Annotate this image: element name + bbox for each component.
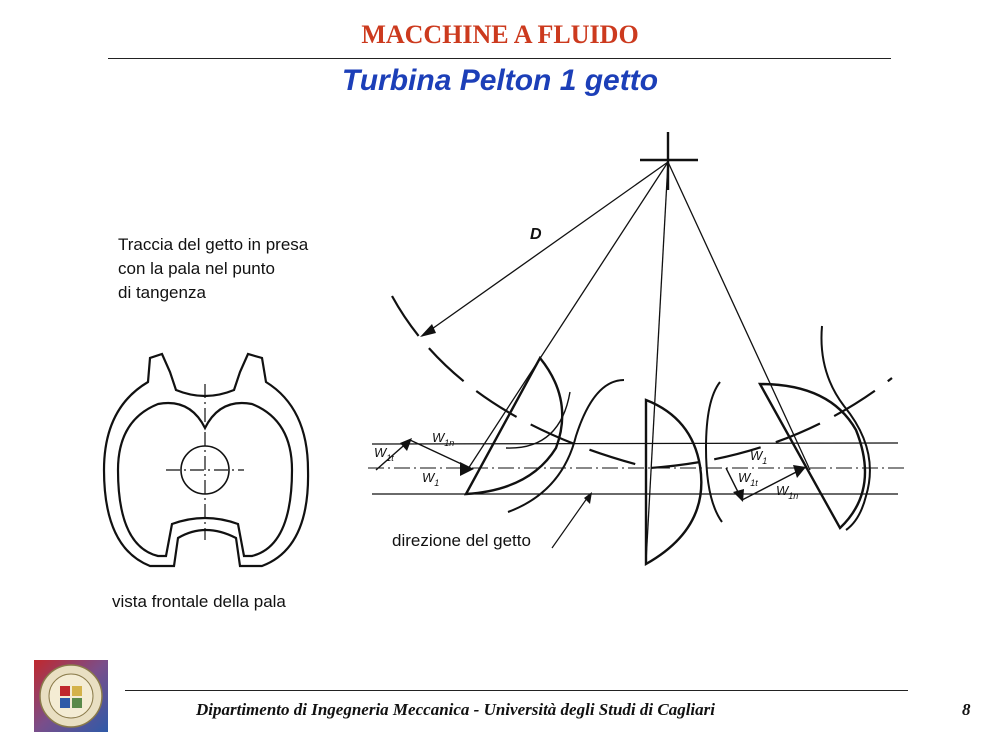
bucket-caption-line-3: di tangenza [118,283,206,302]
bucket-outer-contour [102,352,310,568]
radial-lines [421,161,811,563]
course-title: MACCHINE A FLUIDO [361,20,639,49]
blade-outline-1 [507,379,625,513]
bucket-inner-contour [116,401,294,558]
pitch-circle [391,295,893,470]
right-w1n-arrowhead [793,465,806,478]
bucket-front-view [102,352,310,568]
bucket-front-view-caption: vista frontale della pala [112,592,286,611]
left-w1t-label: W1t [374,445,394,463]
footer-department: Dipartimento di Ingegneria Meccanica - U… [196,700,715,719]
jet-direction-label: direzione del getto [392,531,531,550]
left-w1-arrowhead [460,462,474,476]
left-w1t-arrowhead [400,438,412,451]
bucket-caption-line-1: Traccia del getto in presa [118,235,309,254]
jet-direction-arrowhead [584,492,592,504]
wheel-center-cross [640,132,698,190]
left-w1n-label: W1n [432,430,454,448]
slide-title: Turbina Pelton 1 getto [341,64,659,97]
blade-outline-3 [820,325,871,531]
right-w1n-label: W1n [776,483,798,501]
blade-outline-2 [704,381,723,523]
right-w1-label: W1 [750,448,767,466]
footer-divider [125,690,908,691]
right-w1t-arrowhead [733,489,744,502]
right-w1t-label: W1t [738,470,758,488]
diameter-label: D [530,226,542,243]
header-divider [108,58,891,59]
university-seal-logo [34,660,108,732]
diameter-arrowhead [420,324,436,337]
bucket-caption-line-2: con la pala nel punto [118,259,275,278]
bucket-axes [166,384,244,540]
page-number: 8 [962,700,971,719]
jet-lines [368,442,904,495]
bucket-2 [644,398,703,567]
bucket-1 [463,355,571,496]
bucket-3 [757,382,867,530]
left-w1-label: W1 [422,470,439,488]
jet-direction-leader [551,493,591,549]
